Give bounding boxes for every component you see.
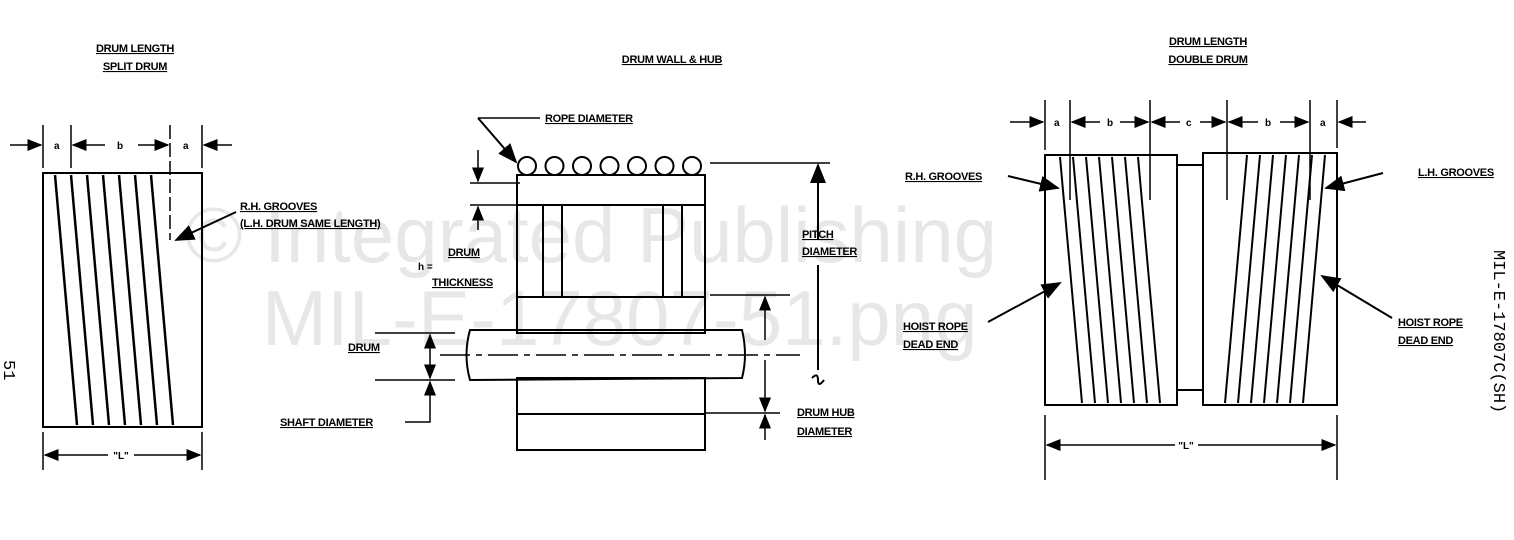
- lh-grooves-label: L.H. GROOVES: [1418, 167, 1494, 179]
- groove-line: [1085, 156, 1109, 404]
- groove-line: [1098, 156, 1122, 404]
- groove-line: [1289, 154, 1313, 404]
- hub-lower: [516, 377, 706, 415]
- split-drum-dimensions: a b a "L": [10, 125, 232, 470]
- left-dead-end-label: DEAD END: [903, 339, 958, 351]
- groove-line: [1237, 154, 1261, 404]
- lh-drum-note: (L.H. DRUM SAME LENGTH): [240, 218, 381, 230]
- groove-line: [1302, 154, 1326, 404]
- rh-grooves-label: R.H. GROOVES: [240, 201, 317, 213]
- groove-line: [133, 174, 159, 426]
- document-id: MIL-E-17807C(SH): [1488, 250, 1507, 413]
- groove-line: [1276, 154, 1300, 404]
- groove-line: [1137, 156, 1161, 404]
- groove-line: [117, 174, 143, 426]
- dim-L: "L": [113, 451, 129, 462]
- groove-line: [101, 174, 127, 426]
- groove-line: [85, 174, 111, 426]
- split-drum-figure: DRUM LENGTH SPLIT DRUM a b a "L" R.H. GR…: [10, 43, 381, 470]
- dd-dim-L: "L": [1178, 441, 1194, 452]
- wall-hub-figure: DRUM WALL & HUB ROPE DIAMETER DRUM h = T…: [280, 54, 858, 451]
- rope-circle: [599, 156, 620, 176]
- double-drum-grooves: [1059, 154, 1326, 404]
- right-dead-end-label: DEAD END: [1398, 335, 1453, 347]
- dd-dim-b-left: b: [1107, 118, 1113, 129]
- groove-line: [1059, 156, 1083, 404]
- hub-upper: [516, 296, 706, 334]
- hub-label: DRUM HUB: [797, 407, 855, 419]
- groove-line: [149, 174, 175, 426]
- shaft-diameter-label: SHAFT DIAMETER: [280, 417, 373, 429]
- thickness-label: THICKNESS: [432, 277, 493, 289]
- groove-line: [1263, 154, 1287, 404]
- groove-line: [1124, 156, 1148, 404]
- dd-dim-a-left: a: [1054, 118, 1060, 129]
- rope-circle: [682, 156, 702, 176]
- dd-dim-a-right: a: [1320, 118, 1326, 129]
- rope-circles: [517, 156, 702, 176]
- rope-circle: [654, 156, 675, 176]
- rope-circle: [544, 156, 565, 176]
- dd-dim-b-right: b: [1265, 118, 1271, 129]
- double-drum-figure: DRUM LENGTH DOUBLE DRUM a b c b a "L": [903, 36, 1494, 480]
- right-hoist-rope-label: HOIST ROPE: [1398, 317, 1463, 329]
- page-number: 51: [0, 360, 17, 380]
- rh-grooves-label: R.H. GROOVES: [905, 171, 982, 183]
- groove-line: [69, 174, 95, 426]
- watermark-line2: MIL-E-17807-51.png: [262, 274, 977, 362]
- left-hoist-rope-label: HOIST ROPE: [903, 321, 968, 333]
- wall-hub-title: DRUM WALL & HUB: [622, 54, 723, 66]
- dim-a-left: a: [54, 141, 60, 152]
- split-drum-body: [42, 172, 203, 428]
- double-drum-dimensions: a b c b a "L": [1010, 100, 1366, 480]
- split-drum-grooves: [53, 174, 175, 426]
- split-drum-subtitle: SPLIT DRUM: [103, 61, 167, 73]
- groove-line: [1250, 154, 1274, 404]
- rope-circle: [572, 156, 592, 176]
- hub-diameter-label: DIAMETER: [797, 426, 852, 438]
- dd-dim-c: c: [1186, 118, 1192, 129]
- pitch-diameter-label: DIAMETER: [802, 246, 857, 258]
- shaft-drum-label: DRUM: [348, 342, 380, 354]
- double-drum-subtitle: DOUBLE DRUM: [1168, 54, 1247, 66]
- groove-line: [1111, 156, 1135, 404]
- watermark: © Integrated Publishing MIL-E-17807-51.p…: [185, 191, 997, 362]
- groove-line: [53, 174, 79, 426]
- split-drum-title: DRUM LENGTH: [96, 43, 174, 55]
- double-drum-title: DRUM LENGTH: [1169, 36, 1247, 48]
- h-equals: h =: [418, 262, 433, 273]
- rope-diameter-label: ROPE DIAMETER: [545, 113, 633, 125]
- rope-circle: [627, 156, 647, 176]
- dim-a-right: a: [183, 141, 189, 152]
- groove-line: [1072, 156, 1096, 404]
- drum-thickness-label: DRUM: [448, 247, 480, 259]
- rope-circle: [517, 156, 537, 176]
- groove-line: [1224, 154, 1248, 404]
- shaft: [465, 329, 746, 382]
- dim-b: b: [117, 141, 123, 152]
- pitch-label: PITCH: [802, 229, 834, 241]
